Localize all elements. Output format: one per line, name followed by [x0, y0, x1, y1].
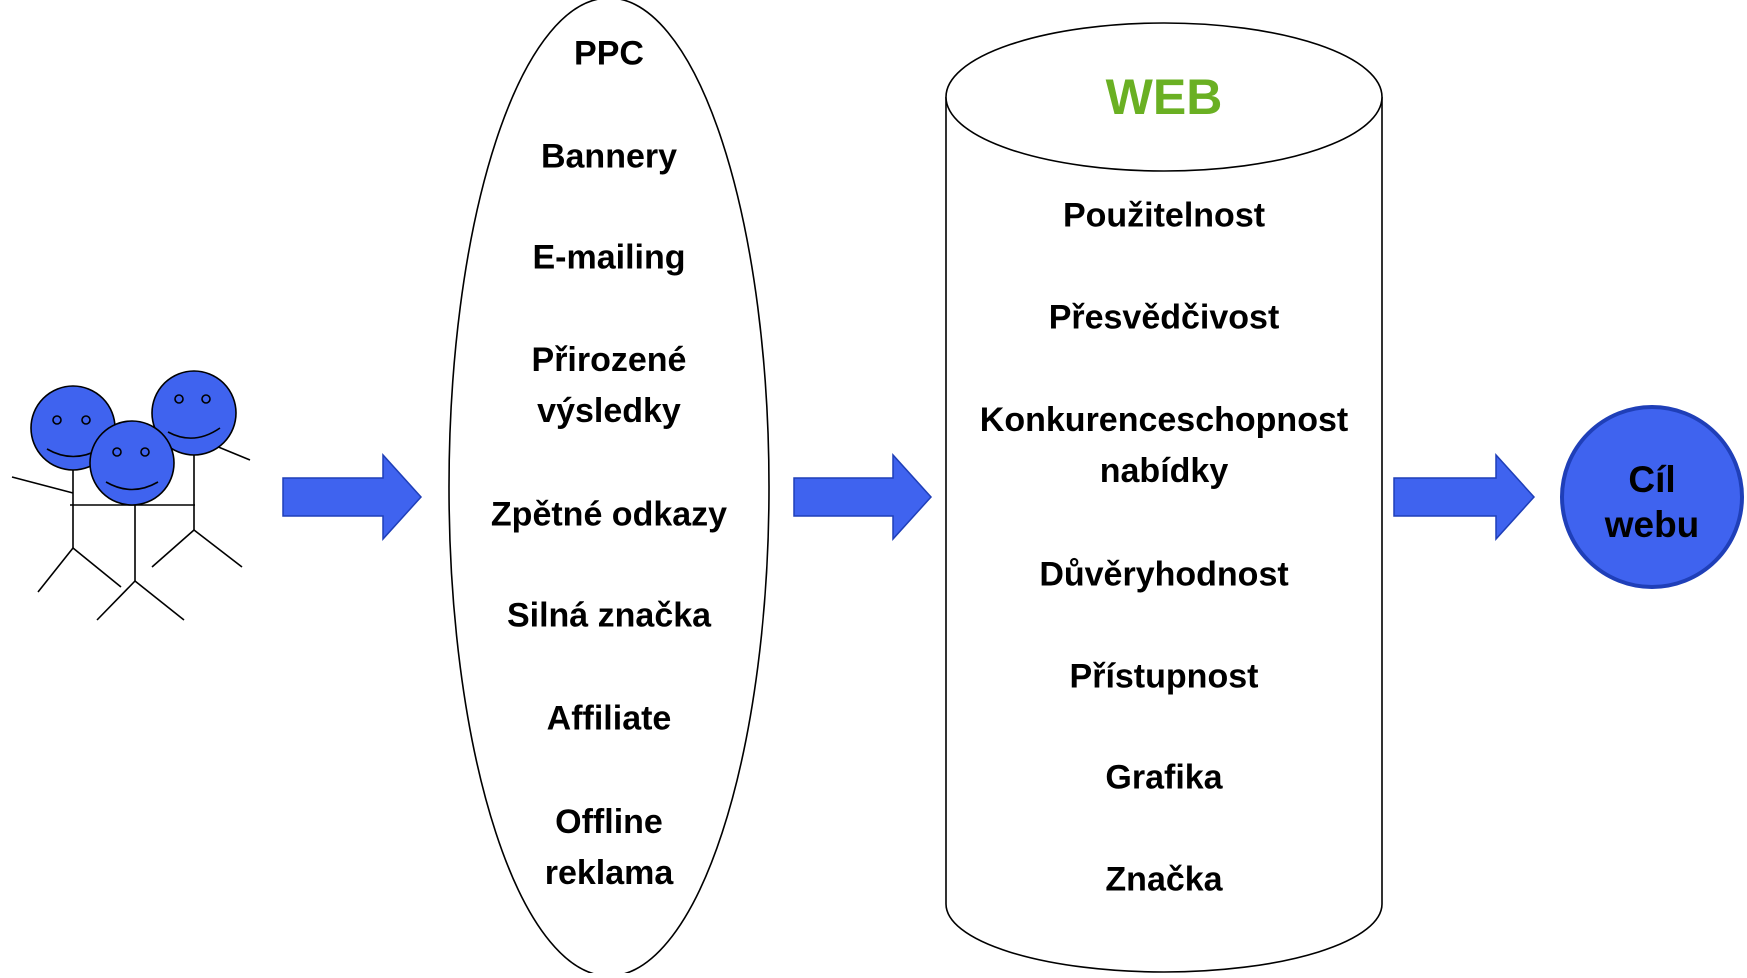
goal-label: Cíl webu — [1604, 459, 1700, 545]
stick-figure-right — [151, 370, 251, 568]
goal-circle — [1560, 405, 1744, 589]
arrow-right-icon — [793, 453, 933, 541]
source-item-strong-brand: Silná značka — [506, 596, 712, 635]
source-item-ppc: PPC — [574, 34, 644, 73]
source-item-backlinks: Zpětné odkazy — [490, 495, 728, 534]
web-title: WEB — [1105, 69, 1223, 125]
smiley-face — [89, 420, 175, 506]
web-item-graphics: Grafika — [1105, 758, 1223, 797]
source-item-natural-results: Přirozené výsledky — [531, 341, 687, 430]
web-item-accessibility: Přístupnost — [1069, 657, 1259, 696]
web-item-competitiveness: Konkurenceschopnost nabídky — [979, 401, 1349, 490]
arrow-right-icon — [282, 453, 423, 541]
source-item-affiliate: Affiliate — [546, 699, 672, 738]
web-cylinder — [945, 22, 1383, 973]
web-item-trustworthiness: Důvěryhodnost — [1039, 555, 1289, 594]
arrow-right-icon — [1393, 453, 1536, 541]
source-item-e-mailing: E-mailing — [532, 238, 686, 277]
web-item-brand: Značka — [1105, 860, 1223, 899]
web-item-usability: Použitelnost — [1062, 196, 1266, 235]
stick-figure-middle — [70, 420, 195, 621]
people-group-icon — [11, 370, 251, 621]
source-item-bannery: Bannery — [540, 137, 678, 176]
source-item-offline-ads: Offline reklama — [544, 803, 674, 892]
web-item-persuasiveness: Přesvědčivost — [1048, 298, 1280, 337]
